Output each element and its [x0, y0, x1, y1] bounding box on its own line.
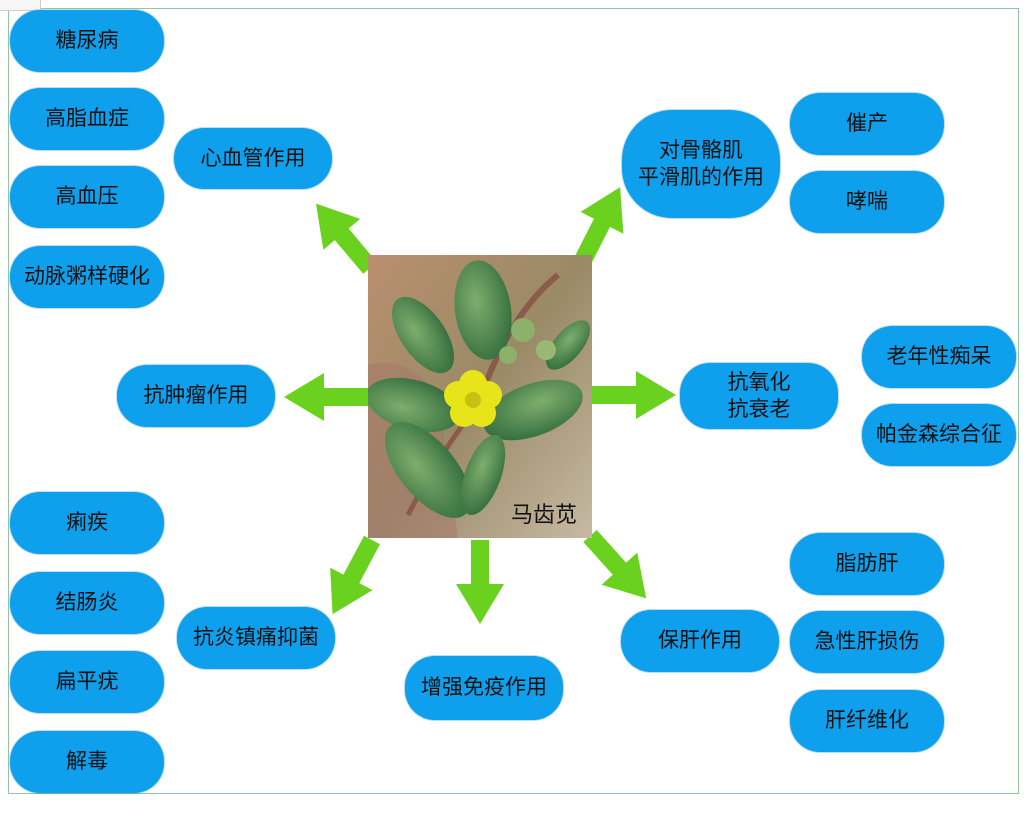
- arrow-to-immune: [456, 540, 504, 624]
- diagram-frame: [8, 8, 1019, 794]
- muscle-item: 催产: [790, 93, 944, 155]
- cardio-item: 高血压: [10, 166, 164, 228]
- arrow-to-antiinflammatory: [311, 528, 394, 626]
- category-antiinflammatory: 抗炎镇痛抑菌: [177, 607, 335, 669]
- muscle-item: 哮喘: [790, 171, 944, 233]
- cardio-item: 动脉粥样硬化: [10, 246, 164, 308]
- antiinflammatory-item: 痢疾: [10, 492, 164, 554]
- category-cardio: 心血管作用: [174, 128, 332, 189]
- antiinflammatory-item: 解毒: [10, 731, 164, 793]
- category-antioxidant: 抗氧化 抗衰老: [680, 363, 838, 429]
- yellow-flower-icon: [444, 370, 502, 427]
- liver-item: 急性肝损伤: [790, 611, 944, 673]
- antioxidant-item: 帕金森综合征: [862, 404, 1016, 466]
- category-liver: 保肝作用: [621, 610, 779, 672]
- antioxidant-item: 老年性痴呆: [862, 326, 1016, 388]
- purslane-illustration: [368, 255, 592, 538]
- antiinflammatory-item: 结肠炎: [10, 572, 164, 634]
- liver-item: 肝纤维化: [790, 690, 944, 752]
- category-muscle: 对骨骼肌 平滑肌的作用: [622, 110, 780, 218]
- liver-item: 脂肪肝: [790, 533, 944, 595]
- arrow-to-antioxidant: [592, 371, 676, 419]
- corner-tab: [0, 0, 41, 11]
- center-label: 马齿苋: [511, 503, 578, 528]
- cardio-item: 高脂血症: [10, 88, 164, 150]
- category-tumor: 抗肿瘤作用: [117, 365, 275, 427]
- antiinflammatory-item: 扁平疣: [10, 651, 164, 713]
- arrow-to-tumor: [284, 373, 368, 421]
- cardio-item: 糖尿病: [10, 10, 164, 72]
- purslane-image: 马齿苋: [368, 255, 592, 538]
- category-immune: 增强免疫作用: [405, 656, 563, 720]
